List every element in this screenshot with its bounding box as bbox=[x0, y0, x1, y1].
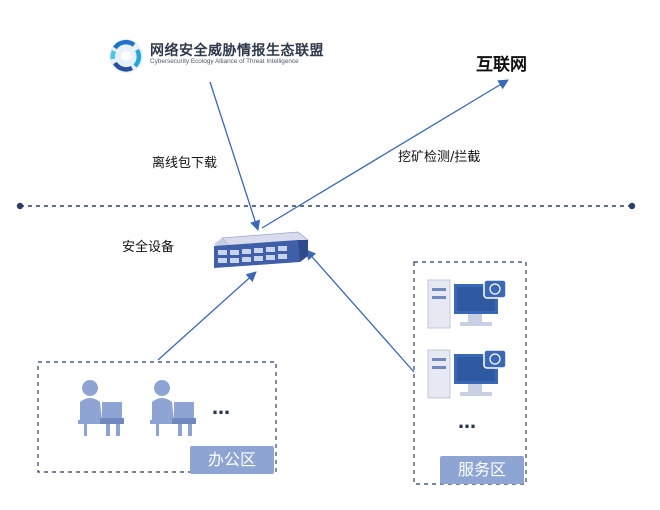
mining-detect-label: 挖矿检测/拦截 bbox=[398, 150, 481, 165]
alliance-name-en: Cybersecurity Ecology Alliance of Threat… bbox=[150, 58, 299, 65]
office-user-icon bbox=[150, 380, 196, 436]
server-zone-box bbox=[413, 261, 527, 485]
arrow-server-to-device bbox=[305, 249, 415, 373]
boundary-left-dot bbox=[16, 202, 24, 210]
office-user-icon bbox=[78, 380, 124, 436]
server-computer-icon bbox=[427, 279, 507, 329]
office-more-indicator: … bbox=[212, 398, 232, 419]
alliance-name-cn: 网络安全威胁情报生态联盟 bbox=[150, 43, 324, 59]
security-device-icon bbox=[214, 231, 310, 268]
offline-download-label: 离线包下载 bbox=[152, 156, 218, 171]
server-zone-tag: 服务区 bbox=[440, 456, 524, 484]
security-device-label: 安全设备 bbox=[122, 240, 175, 255]
office-zone-box bbox=[37, 361, 277, 473]
server-more-indicator: … bbox=[458, 412, 478, 433]
boundary-right-dot bbox=[628, 202, 636, 210]
arrow-device-to-internet bbox=[261, 79, 509, 229]
arrow-office-to-device bbox=[157, 271, 257, 361]
alliance-logo-icon bbox=[109, 39, 143, 73]
arrow-logo-to-device bbox=[209, 81, 261, 231]
server-computer-icon bbox=[427, 349, 507, 399]
office-zone-tag: 办公区 bbox=[190, 446, 274, 474]
internet-label: 互联网 bbox=[476, 55, 527, 75]
